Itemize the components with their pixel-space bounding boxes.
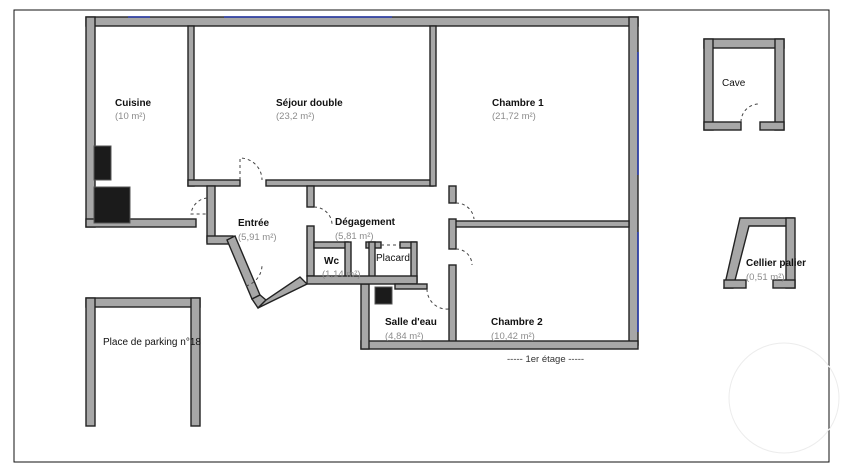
room-name-salle-eau: Salle d'eau xyxy=(385,317,437,328)
room-name-parking: Place de parking n°18 xyxy=(103,337,201,348)
bathroom-appliance xyxy=(374,286,393,305)
watermark xyxy=(728,342,840,454)
floor-label: ----- 1er étage ----- xyxy=(507,354,584,365)
room-area-chambre1: (21,72 m²) xyxy=(492,111,536,122)
room-name-chambre1: Chambre 1 xyxy=(492,98,544,109)
cellier-walls xyxy=(723,217,796,289)
apartment-walls xyxy=(85,16,639,350)
room-name-sejour: Séjour double xyxy=(276,98,343,109)
room-name-cave: Cave xyxy=(722,78,746,89)
room-area-entree: (5,91 m²) xyxy=(238,232,277,243)
room-name-degagement: Dégagement xyxy=(335,217,396,228)
room-area-sejour: (23,2 m²) xyxy=(276,111,315,122)
room-name-chambre2: Chambre 2 xyxy=(491,317,543,328)
kitchen-appliance-large xyxy=(93,186,131,224)
room-area-cellier: (0,51 m²) xyxy=(746,272,785,283)
room-name-entree: Entrée xyxy=(238,218,270,229)
plan-frame xyxy=(13,9,830,463)
room-area-cuisine: (10 m²) xyxy=(115,111,146,122)
room-name-placard: Placard xyxy=(376,253,410,264)
windows xyxy=(128,16,639,332)
parking-walls xyxy=(85,297,201,427)
room-area-salle-eau: (4,84 m²) xyxy=(385,331,424,342)
room-name-wc: Wc xyxy=(324,256,339,267)
room-area-chambre2: (10,42 m²) xyxy=(491,331,535,342)
kitchen-appliance-small xyxy=(93,145,112,181)
room-name-cuisine: Cuisine xyxy=(115,98,152,109)
cave-walls xyxy=(703,38,785,131)
room-area-wc: (1,14 m²) xyxy=(322,269,361,280)
room-area-degagement: (5,81 m²) xyxy=(335,231,374,242)
door-swings xyxy=(190,157,475,310)
room-name-cellier: Cellier palier xyxy=(746,258,806,269)
